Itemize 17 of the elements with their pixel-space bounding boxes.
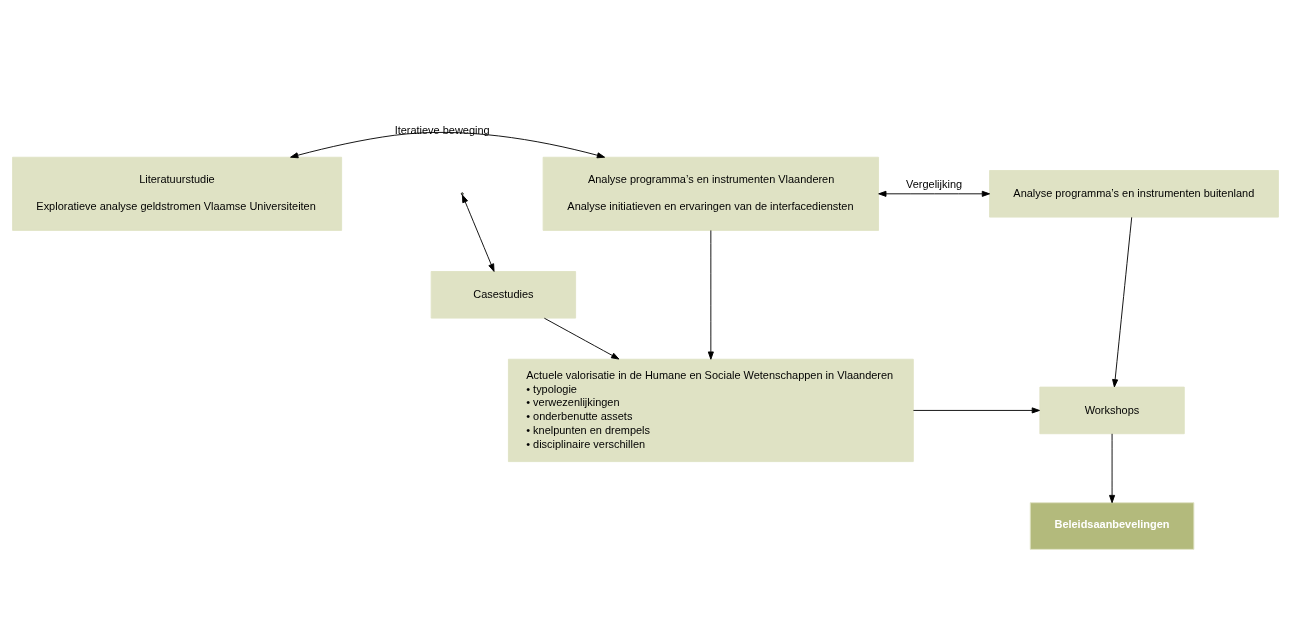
edge-label: Vergelijking <box>906 177 963 190</box>
arrow <box>912 407 1040 414</box>
arrow <box>1109 433 1116 504</box>
node-box: Casestudies <box>430 271 577 319</box>
node-box: Workshops <box>1039 386 1185 435</box>
arrow <box>707 230 714 360</box>
arrow <box>543 317 620 360</box>
arrow <box>1112 216 1133 388</box>
arrow <box>878 190 991 197</box>
arrow <box>461 194 495 272</box>
node-box: Actuele valorisatie in de Humane en Sociale Wetenschappen in Vlaanderen • typologie • verwezenlijkingen • onderbenutte assets • knelpunten en drempels • disciplinaire verschillen <box>507 358 914 463</box>
node-box: Literatuurstudie Exploratieve analyse geldstromen Vlaamse Universiteiten <box>12 156 343 231</box>
node-box: Analyse programma’s en instrumenten Vlaanderen Analyse initiatieven en ervaringen van de interfacediensten <box>542 156 879 231</box>
arrow <box>290 131 606 159</box>
edge-label: Iteratieve beweging <box>394 124 490 137</box>
node-box: Beleidsaanbevelingen <box>1029 502 1195 550</box>
node-box: Analyse programma’s en instrumenten buitenland <box>989 170 1279 218</box>
